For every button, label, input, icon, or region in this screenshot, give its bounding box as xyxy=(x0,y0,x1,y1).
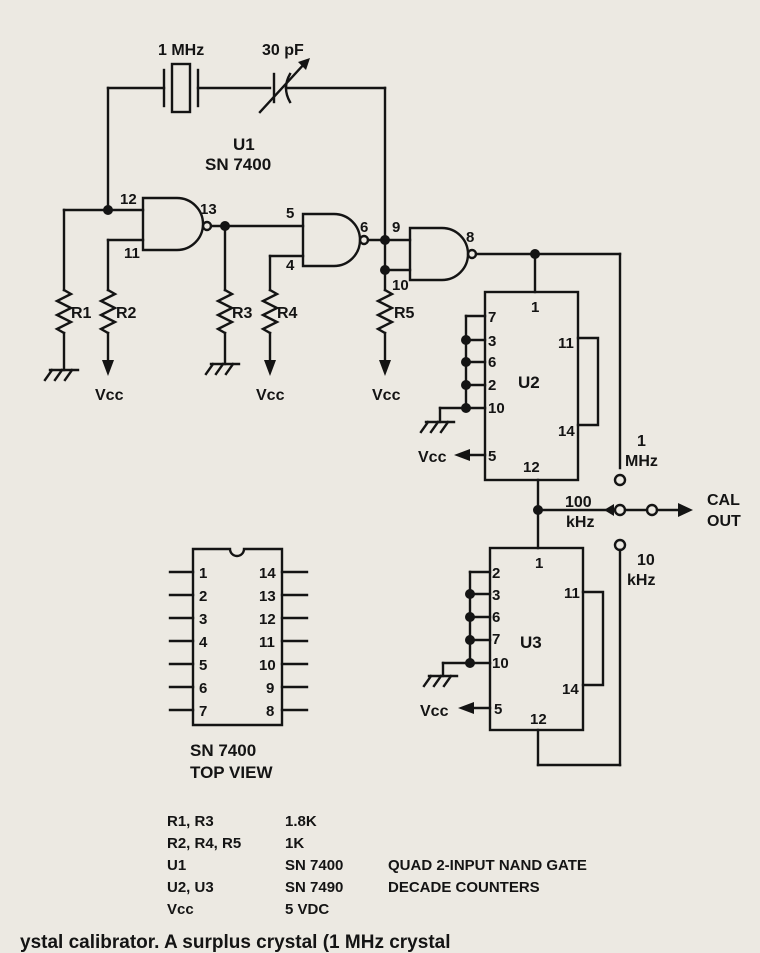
dip-pin-4: 4 xyxy=(199,634,208,651)
u2-name: U2 xyxy=(518,373,540,392)
parts-desc-3: QUAD 2-INPUT NAND GATE xyxy=(388,857,587,874)
gate-c-pin-in2: 10 xyxy=(392,277,409,294)
dip-pin-6: 6 xyxy=(199,680,207,697)
u3-pin-out: 12 xyxy=(530,711,547,728)
dip-package-outline xyxy=(168,547,309,727)
dip-pin-5: 5 xyxy=(199,657,207,674)
gate-a-wiring xyxy=(43,205,305,382)
tap-100khz-unit: kHz xyxy=(566,514,594,531)
u2-pin-vcc: 5 xyxy=(488,448,496,465)
dip-pin-7: 7 xyxy=(199,703,207,720)
u2-pin-r1: 11 xyxy=(558,335,574,352)
parts-ref-5: Vcc xyxy=(167,901,194,918)
u3-pin-left-1: 2 xyxy=(492,565,500,582)
vcc-label-r5: Vcc xyxy=(372,387,401,404)
parts-value-2: 1K xyxy=(285,835,304,852)
feedback-wires xyxy=(106,86,387,242)
dip-pin-1: 1 xyxy=(199,565,207,582)
cal-out-line1: CAL xyxy=(707,492,740,509)
parts-ref-2: R2, R4, R5 xyxy=(167,835,241,852)
u2-pin-r2: 14 xyxy=(558,423,575,440)
u2-pin-left-1: 7 xyxy=(488,309,496,326)
u3-wiring xyxy=(422,570,605,714)
u3-pin-left-2: 3 xyxy=(492,587,500,604)
u2-pin-left-3: 6 xyxy=(488,354,496,371)
u3-name: U3 xyxy=(520,633,542,652)
parts-value-4: SN 7490 xyxy=(285,879,343,896)
u3-pin-left-4: 7 xyxy=(492,631,500,648)
nand-gate-b xyxy=(301,212,370,268)
u3-pin-r2: 14 xyxy=(562,681,579,698)
dip-pin-10: 10 xyxy=(259,657,276,674)
gate-a-pin-out: 13 xyxy=(200,201,217,218)
parts-ref-1: R1, R3 xyxy=(167,813,214,830)
parts-ref-3: U1 xyxy=(167,857,186,874)
u3-pin-left-3: 6 xyxy=(492,609,500,626)
gate-b-pin-out: 6 xyxy=(360,219,368,236)
dip-pin-12: 12 xyxy=(259,611,276,628)
gate-b-wiring xyxy=(261,235,412,376)
r4-label: R4 xyxy=(277,305,298,322)
u2-pin-out: 12 xyxy=(523,459,540,476)
gate-c-wiring xyxy=(376,238,622,470)
tap-1mhz-unit: MHz xyxy=(625,453,658,470)
vcc-label-r4: Vcc xyxy=(256,387,285,404)
output-selector-switch xyxy=(533,473,693,767)
tap-10khz-number: 10 xyxy=(637,552,655,569)
u3-pin-r1: 11 xyxy=(564,585,580,602)
gate-a-pin-in2: 11 xyxy=(124,245,140,262)
u1-name: U1 xyxy=(233,135,255,154)
dip-pin-13: 13 xyxy=(259,588,276,605)
dip-pin-8: 8 xyxy=(266,703,274,720)
vcc-label-r2: Vcc xyxy=(95,387,124,404)
parts-value-3: SN 7400 xyxy=(285,857,343,874)
u2-pin-left-5: 10 xyxy=(488,400,505,417)
parts-value-5: 5 VDC xyxy=(285,901,329,918)
u2-pin-left-4: 2 xyxy=(488,377,496,394)
crystal-label: 1 MHz xyxy=(158,42,204,59)
dip-pin-3: 3 xyxy=(199,611,207,628)
gate-b-pin-in1: 5 xyxy=(286,205,294,222)
u3-vcc-label: Vcc xyxy=(420,703,449,720)
r3-label: R3 xyxy=(232,305,253,322)
tap-100khz-number: 100 xyxy=(565,494,592,511)
r2-label: R2 xyxy=(116,305,137,322)
u2-pin-top: 1 xyxy=(531,299,539,316)
u2-pin-left-2: 3 xyxy=(488,333,496,350)
gate-b-pin-in2: 4 xyxy=(286,257,295,274)
tap-1mhz-number: 1 xyxy=(637,433,646,450)
r5-label: R5 xyxy=(394,305,415,322)
gate-c-pin-in1: 9 xyxy=(392,219,400,236)
gate-a-pin-in1: 12 xyxy=(120,191,137,208)
u2-wiring xyxy=(419,314,600,550)
r1-label: R1 xyxy=(71,305,92,322)
trim-capacitor-label: 30 pF xyxy=(262,42,304,59)
parts-value-1: 1.8K xyxy=(285,813,317,830)
figure-caption-fragment: ystal calibrator. A surplus crystal (1 M… xyxy=(20,932,451,953)
gate-c-pin-out: 8 xyxy=(466,229,474,246)
crystal-label-group: 1 MHz xyxy=(158,42,204,59)
u1-part: SN 7400 xyxy=(205,155,271,174)
dip-pin-2: 2 xyxy=(199,588,207,605)
dip-pin-11: 11 xyxy=(259,634,275,651)
crystal-symbol xyxy=(106,62,272,114)
dip-pin-14: 14 xyxy=(259,565,276,582)
cal-out-line2: OUT xyxy=(707,513,741,530)
dip-title: SN 7400 xyxy=(190,741,256,760)
parts-list: R1, R3 1.8K R2, R4, R5 1K U1 SN 7400 QUA… xyxy=(167,813,587,918)
dip-pin-9: 9 xyxy=(266,680,274,697)
parts-ref-4: U2, U3 xyxy=(167,879,214,896)
u3-pin-vcc: 5 xyxy=(494,701,502,718)
u3-pin-top: 1 xyxy=(535,555,543,572)
tap-10khz-unit: kHz xyxy=(627,572,655,589)
dip-subtitle: TOP VIEW xyxy=(190,763,273,782)
trim-capacitor-symbol xyxy=(258,58,387,114)
u3-pin-left-5: 10 xyxy=(492,655,509,672)
u2-vcc-label: Vcc xyxy=(418,449,447,466)
parts-desc-4: DECADE COUNTERS xyxy=(388,879,540,896)
